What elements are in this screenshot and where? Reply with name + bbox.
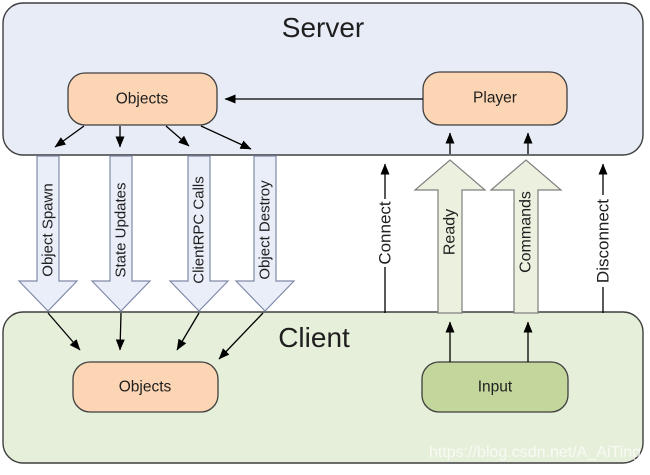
block-arrow-state-updates: [90, 155, 152, 312]
connect-label: Connect: [376, 201, 395, 265]
input-fanout: [445, 321, 533, 362]
block-arrow-clientrpc-calls-label: ClientRPC Calls: [191, 176, 208, 284]
block-arrow-commands-label: Commands: [518, 191, 535, 273]
block-arrow-state-updates-label: State Updates: [113, 182, 130, 277]
fanin-line-4: [218, 312, 264, 360]
fanout-line-1: [54, 125, 85, 148]
block-arrow-object-destroy: [234, 155, 296, 312]
player-label: Player: [473, 90, 517, 107]
fanin-line-2: [115, 312, 125, 351]
block-arrow-ready: [413, 159, 487, 314]
client-objects-label: Objects: [119, 379, 172, 396]
server-objects-label: Objects: [116, 91, 169, 108]
block-arrow-object-destroy-label: Object Destroy: [257, 180, 274, 280]
input-node: [421, 361, 569, 413]
client-objects-node: [72, 361, 219, 413]
fanin-line-3: [176, 312, 200, 351]
fanin-line-1: [47, 312, 81, 351]
client-box: [2, 311, 644, 464]
fanout-line-4: [200, 125, 252, 150]
block-arrow-object-spawn: [17, 155, 79, 312]
player-fanin: [445, 132, 533, 154]
server-title: Server: [282, 12, 364, 43]
connect-arrow: Connect: [376, 163, 395, 313]
disconnect-label: Disconnect: [594, 199, 613, 283]
fanout-line-3: [165, 125, 190, 147]
client-objects-fanin: [47, 312, 264, 360]
block-arrow-ready-label: Ready: [442, 209, 459, 255]
up-block-arrows: Ready Commands: [413, 159, 563, 314]
client-title: Client: [278, 322, 350, 353]
server-objects-node: [67, 72, 218, 126]
watermark-text: https://blog.csdn.net/A_AiTing: [429, 444, 641, 461]
block-arrow-object-spawn-label: Object Spawn: [40, 183, 57, 276]
server-objects-fanout: [54, 125, 252, 150]
down-block-arrows: Object Spawn State Updates ClientRPC Cal…: [17, 155, 296, 312]
input-label: Input: [478, 379, 513, 396]
block-arrow-clientrpc-calls: [168, 155, 230, 312]
block-arrow-commands: [489, 159, 563, 314]
disconnect-arrow: Disconnect: [594, 163, 613, 313]
